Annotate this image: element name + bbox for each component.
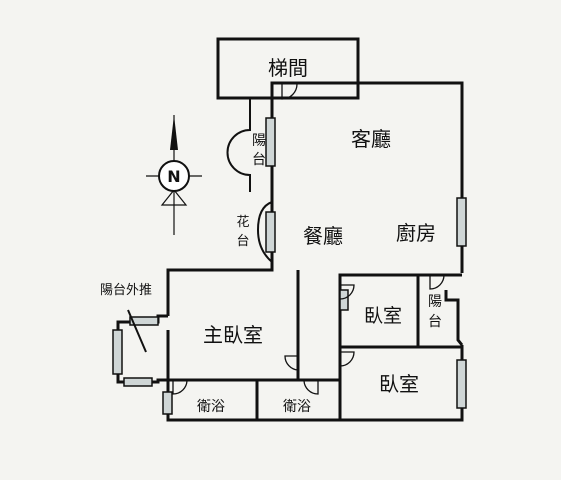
label-balcony-right-2: 台	[428, 314, 442, 330]
bays	[226, 98, 273, 263]
label-dining-room: 餐廳	[303, 224, 343, 248]
window-pushout-left	[112, 329, 123, 375]
window-planter	[265, 211, 276, 253]
label-bath-left: 衛浴	[197, 399, 225, 415]
window-balcony	[265, 117, 276, 167]
door-bath-left	[172, 379, 188, 395]
window-bedroom	[456, 359, 467, 409]
outer-wall-top	[270, 81, 464, 273]
door-master	[284, 355, 299, 371]
balcony-right-notch	[444, 290, 464, 346]
window-bath	[162, 391, 173, 415]
door-balcony-right	[429, 274, 445, 290]
balcony-bay	[226, 98, 251, 192]
door-bedroom-small	[339, 284, 355, 300]
label-bath-right: 衛浴	[283, 399, 311, 415]
push-out-marker	[127, 309, 147, 353]
door-stairwell	[281, 83, 298, 100]
door-bath-right	[303, 379, 319, 395]
label-balcony-top-1: 陽	[252, 133, 266, 149]
label-bedroom-small: 臥室	[364, 305, 402, 327]
compass: N	[146, 115, 202, 235]
push-out-balcony-walls	[116, 314, 168, 384]
window-pushout-top	[129, 316, 159, 326]
outer-wall-left-upper	[166, 98, 274, 316]
windows	[112, 117, 467, 415]
window-pushout-bottom	[123, 377, 153, 387]
window-kitchen	[456, 197, 467, 247]
planter-bay	[256, 201, 273, 263]
label-balcony-right-1: 陽	[428, 294, 442, 310]
doors	[172, 83, 445, 395]
label-stairwell: 梯間	[268, 56, 308, 80]
compass-tail	[160, 189, 188, 206]
label-planter-2: 台	[236, 234, 249, 249]
label-balcony-top-2: 台	[252, 152, 266, 168]
label-master-bedroom: 主臥室	[203, 323, 263, 347]
window-bedroom-small	[339, 289, 349, 311]
label-kitchen: 廚房	[396, 221, 436, 245]
label-balcony-push-out: 陽台外推	[100, 283, 152, 298]
label-bedroom-large: 臥室	[379, 372, 419, 396]
label-living-room: 客廳	[351, 127, 391, 151]
compass-ring	[158, 160, 190, 192]
label-planter-1: 花	[236, 214, 249, 230]
compass-label: N	[167, 167, 180, 186]
door-bedroom-large	[339, 351, 355, 367]
